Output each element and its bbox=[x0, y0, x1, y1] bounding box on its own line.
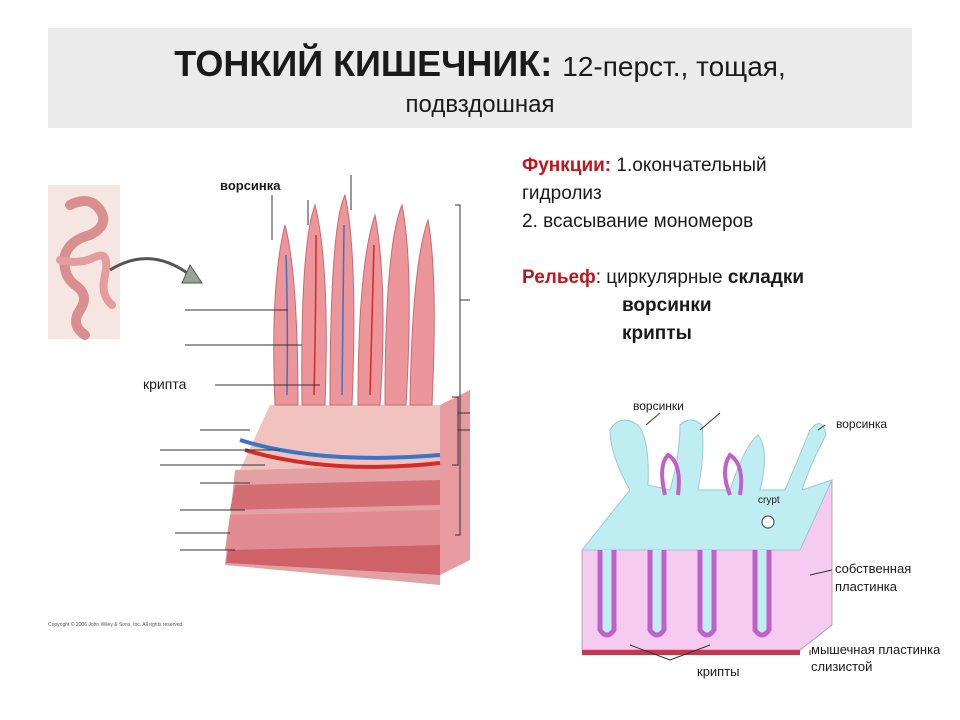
title-banner: ТОНКИЙ КИШЕЧНИК: 12-перст., тощая, подвз… bbox=[48, 28, 912, 128]
title-line2: подвздошная bbox=[405, 91, 555, 118]
villi-group bbox=[273, 193, 435, 406]
relief-villi: ворсинки bbox=[622, 295, 712, 316]
villus-edges bbox=[660, 452, 744, 496]
right-label-crypts: крипты bbox=[697, 664, 740, 679]
functions-heading: Функции: bbox=[522, 155, 612, 176]
right-label-muscularis-1: мышечная пластинка bbox=[811, 642, 941, 657]
relief-colon-text: : циркулярные bbox=[595, 267, 723, 288]
right-villi-diagram bbox=[580, 412, 833, 661]
right-leader-lines bbox=[629, 412, 833, 661]
zoom-arrow bbox=[109, 257, 191, 277]
left-label-crypt: крипта bbox=[143, 376, 187, 392]
functions-text: Функции: 1.окончательный гидролиз 2. вса… bbox=[522, 152, 942, 348]
right-label-crypt-en: crypt bbox=[758, 495, 780, 506]
right-label-villus: ворсинка bbox=[836, 417, 888, 431]
vessels bbox=[285, 224, 375, 396]
villi-cyan bbox=[580, 419, 833, 551]
left-intestine-diagram bbox=[48, 175, 470, 585]
leader-lines bbox=[160, 175, 470, 551]
right-label-muscularis-2: слизистой bbox=[811, 659, 873, 674]
right-label-lamina-1: собственная bbox=[835, 561, 912, 576]
torso-thumbnail bbox=[48, 185, 120, 340]
title-bold: ТОНКИЙ КИШЕЧНИК: bbox=[174, 43, 553, 84]
function-1b: гидролиз bbox=[522, 183, 602, 204]
zoom-arrowhead bbox=[181, 263, 203, 284]
function-2: 2. всасывание мономеров bbox=[522, 211, 754, 232]
right-label-villi: ворсинки bbox=[633, 399, 684, 413]
title-rest: 12-перст., тощая, bbox=[562, 51, 786, 82]
left-label-villus: ворсинка bbox=[220, 178, 281, 193]
function-1a: 1.окончательный bbox=[616, 155, 767, 176]
crypts bbox=[597, 550, 772, 638]
relief-heading: Рельеф bbox=[522, 267, 596, 288]
right-label-lamina-2: пластинка bbox=[835, 579, 897, 594]
slide-title: ТОНКИЙ КИШЕЧНИК: 12-перст., тощая, bbox=[48, 42, 912, 89]
copyright-notice: Copyright © 2006 John Wiley & Sons, Inc.… bbox=[48, 622, 184, 628]
tissue-block bbox=[225, 390, 470, 585]
relief-crypts: крипты bbox=[622, 323, 692, 344]
relief-folds: складки bbox=[727, 267, 805, 288]
